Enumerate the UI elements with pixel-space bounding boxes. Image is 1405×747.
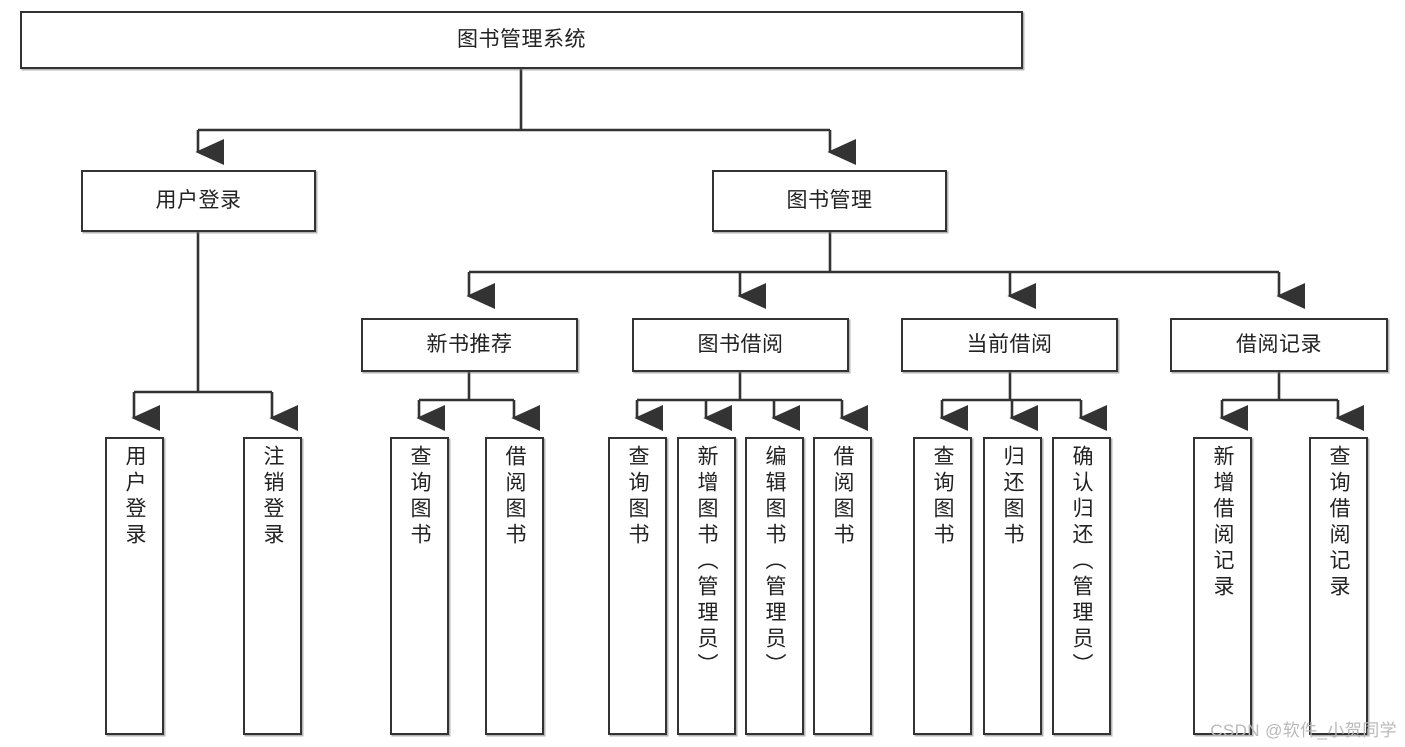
node-book-borrow[interactable]: 图书借阅 — [632, 318, 849, 372]
leaf-borrow-edit-book-admin[interactable]: 编辑图书（管理员） — [745, 437, 804, 735]
node-label: 图书管理系统 — [457, 28, 586, 52]
node-label: 查询图书 — [408, 445, 431, 549]
node-current-borrow[interactable]: 当前借阅 — [901, 318, 1118, 372]
leaf-user-login-login[interactable]: 用户登录 — [105, 437, 164, 735]
leaf-borrow-query-book[interactable]: 查询图书 — [608, 437, 667, 735]
leaf-current-query-book[interactable]: 查询图书 — [913, 437, 972, 735]
node-label: 查询图书 — [626, 445, 649, 549]
watermark: CSDN @软件_小贺同学 — [1210, 721, 1397, 740]
node-user-login[interactable]: 用户登录 — [81, 170, 316, 232]
node-label: 图书管理 — [786, 189, 873, 213]
leaf-current-confirm-return-admin[interactable]: 确认归还（管理员） — [1052, 437, 1111, 735]
node-label: 借阅记录 — [1236, 333, 1322, 357]
node-label: 确认归还（管理员） — [1070, 445, 1093, 679]
node-label: 图书借阅 — [697, 333, 784, 357]
node-label: 当前借阅 — [966, 333, 1053, 357]
node-borrow-record[interactable]: 借阅记录 — [1170, 318, 1388, 372]
leaf-user-login-logout[interactable]: 注销登录 — [243, 437, 302, 735]
node-new-book-recommend[interactable]: 新书推荐 — [361, 318, 578, 372]
node-label: 借阅图书 — [503, 445, 526, 549]
node-label: 查询借阅记录 — [1327, 445, 1350, 601]
leaf-current-return-book[interactable]: 归还图书 — [983, 437, 1042, 735]
node-root-book-management-system[interactable]: 图书管理系统 — [20, 11, 1023, 69]
node-label: 用户登录 — [123, 445, 146, 549]
node-label: 用户登录 — [155, 189, 242, 213]
node-label: 注销登录 — [261, 445, 284, 549]
node-label: 编辑图书（管理员） — [763, 445, 786, 679]
leaf-borrow-borrow-book[interactable]: 借阅图书 — [813, 437, 872, 735]
leaf-record-query-borrow-record[interactable]: 查询借阅记录 — [1309, 437, 1368, 735]
node-label: 新书推荐 — [426, 333, 513, 357]
leaf-recommend-borrow-book[interactable]: 借阅图书 — [485, 437, 544, 735]
node-label: 新增图书（管理员） — [695, 445, 718, 679]
node-label: 新增借阅记录 — [1211, 445, 1234, 601]
node-book-management[interactable]: 图书管理 — [712, 170, 947, 232]
node-label: 归还图书 — [1001, 445, 1024, 549]
leaf-recommend-query-book[interactable]: 查询图书 — [390, 437, 449, 735]
node-label: 查询图书 — [931, 445, 954, 549]
leaf-borrow-add-book-admin[interactable]: 新增图书（管理员） — [677, 437, 736, 735]
leaf-record-add-borrow-record[interactable]: 新增借阅记录 — [1193, 437, 1252, 735]
node-label: 借阅图书 — [831, 445, 854, 549]
